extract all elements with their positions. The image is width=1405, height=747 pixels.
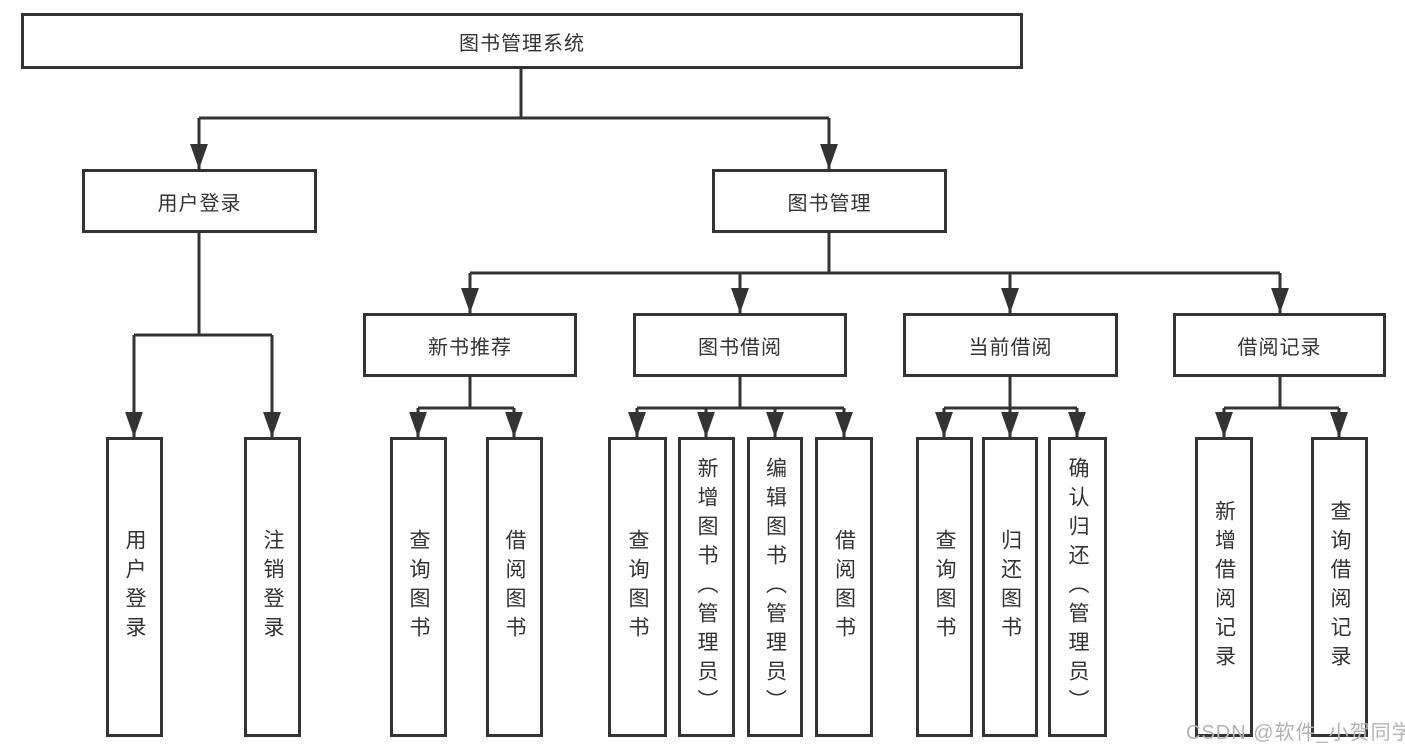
leaf-label: 编辑图书（管理员） bbox=[763, 456, 787, 718]
leaf-label: 归还图书 bbox=[998, 529, 1022, 645]
leaf-label: 用户登录 bbox=[123, 529, 146, 645]
leaf-label: 新增图书（管理员） bbox=[695, 456, 718, 718]
node-book-management: 图书管理 bbox=[712, 169, 947, 233]
leaf-label: 借阅图书 bbox=[503, 529, 526, 645]
leaf-borrow-books: 借阅图书 bbox=[486, 437, 543, 737]
leaf-user-login: 用户登录 bbox=[106, 437, 163, 737]
node-user-login: 用户登录 bbox=[82, 169, 317, 233]
leaf-confirm-return-admin: 确认归还（管理员） bbox=[1048, 437, 1107, 737]
leaf-label: 新增借阅记录 bbox=[1212, 500, 1236, 674]
leaf-label: 查询图书 bbox=[626, 529, 649, 645]
leaf-borrow-books-2: 借阅图书 bbox=[815, 437, 873, 737]
leaf-label: 确认归还（管理员） bbox=[1066, 456, 1089, 718]
leaf-logout: 注销登录 bbox=[244, 437, 301, 737]
leaf-add-books-admin: 新增图书（管理员） bbox=[678, 437, 735, 737]
leaf-add-borrow-record: 新增借阅记录 bbox=[1195, 437, 1253, 737]
leaf-query-books: 查询图书 bbox=[390, 437, 447, 737]
node-root-system: 图书管理系统 bbox=[21, 13, 1023, 69]
leaf-label: 注销登录 bbox=[261, 529, 284, 645]
csdn-watermark: CSDN @软件_小贺同学 bbox=[1186, 722, 1405, 744]
leaf-query-books-3: 查询图书 bbox=[916, 437, 973, 737]
node-new-book-recommend: 新书推荐 bbox=[363, 313, 577, 377]
leaf-label: 查询借阅记录 bbox=[1328, 500, 1351, 674]
leaf-label: 查询图书 bbox=[407, 529, 430, 645]
leaf-edit-books-admin: 编辑图书（管理员） bbox=[747, 437, 803, 737]
leaf-return-books: 归还图书 bbox=[982, 437, 1038, 737]
leaf-label: 查询图书 bbox=[933, 529, 956, 645]
leaf-label: 借阅图书 bbox=[832, 529, 856, 645]
leaf-query-borrow-record: 查询借阅记录 bbox=[1311, 437, 1368, 737]
node-current-borrow: 当前借阅 bbox=[903, 313, 1118, 377]
node-book-borrow: 图书借阅 bbox=[633, 313, 847, 377]
leaf-query-books-2: 查询图书 bbox=[608, 437, 667, 737]
node-borrow-records: 借阅记录 bbox=[1173, 313, 1386, 377]
